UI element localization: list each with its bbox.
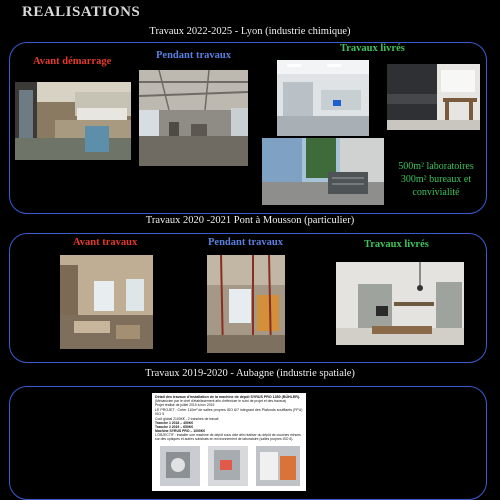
doc-projet: LE PROJET : Créer 110m² de salles propre… <box>155 408 303 417</box>
doc-machine: Machine SYRUS PRO – 1000K€ <box>155 428 206 433</box>
page-title: REALISATIONS <box>22 4 141 20</box>
photo-pam-after <box>336 262 464 345</box>
doc-machine-photos <box>160 446 300 486</box>
label-before-works: Avant travaux <box>73 237 138 248</box>
panel-pont-a-mousson <box>9 233 487 363</box>
doc-tranche-2: Tranche 2 2019 – 650K€ <box>155 424 194 429</box>
section-heading-lyon: Travaux 2022-2025 - Lyon (industrie chim… <box>149 26 351 37</box>
doc-cost: Coût global 2100K€ - 2 tranches de trava… <box>155 416 219 421</box>
photo-lyon-exterior <box>262 138 384 205</box>
doc-line-3: Projet réalisé de juillet 2019 à nov 201… <box>155 403 215 408</box>
caption-line-offices: 300m² bureaux et <box>400 174 472 185</box>
label-before-start: Avant démarrage <box>33 56 112 67</box>
surface-caption: 500m² laboratoires 300m² bureaux et conv… <box>386 160 486 199</box>
doc-line-1: Détail des travaux d'installation de la … <box>155 395 301 399</box>
doc-line-2: (Mécanicien par le chef d'établissement … <box>155 399 287 404</box>
label-during-works-2: Pendant travaux <box>208 237 283 248</box>
panel-lyon <box>9 42 487 214</box>
photo-lyon-before <box>15 82 131 160</box>
photo-pam-before <box>60 255 153 349</box>
section-heading-aubagne: Travaux 2019-2020 - Aubagne (industrie s… <box>145 368 355 379</box>
label-during-works: Pendant travaux <box>156 50 231 61</box>
label-works-delivered: Travaux livrés <box>340 43 405 54</box>
photo-lyon-lab <box>277 60 369 136</box>
photo-lyon-kitchen <box>387 64 480 130</box>
photo-pam-during <box>207 255 285 353</box>
label-works-delivered-2: Travaux livrés <box>364 239 429 250</box>
doc-objectif: L'OBJECTIF : installer une machine de dé… <box>155 432 301 441</box>
section-heading-pont-a-mousson: Travaux 2020 -2021 Pont à Mousson (parti… <box>145 215 355 226</box>
caption-line-labs: 500m² laboratoires <box>398 161 474 172</box>
project-document: Détail des travaux d'installation de la … <box>152 393 306 491</box>
caption-line-convivial: convivialité <box>412 187 460 198</box>
photo-lyon-during <box>139 70 248 166</box>
doc-tranche-1: Tranche 1 2018 – 450K€ <box>155 420 194 425</box>
